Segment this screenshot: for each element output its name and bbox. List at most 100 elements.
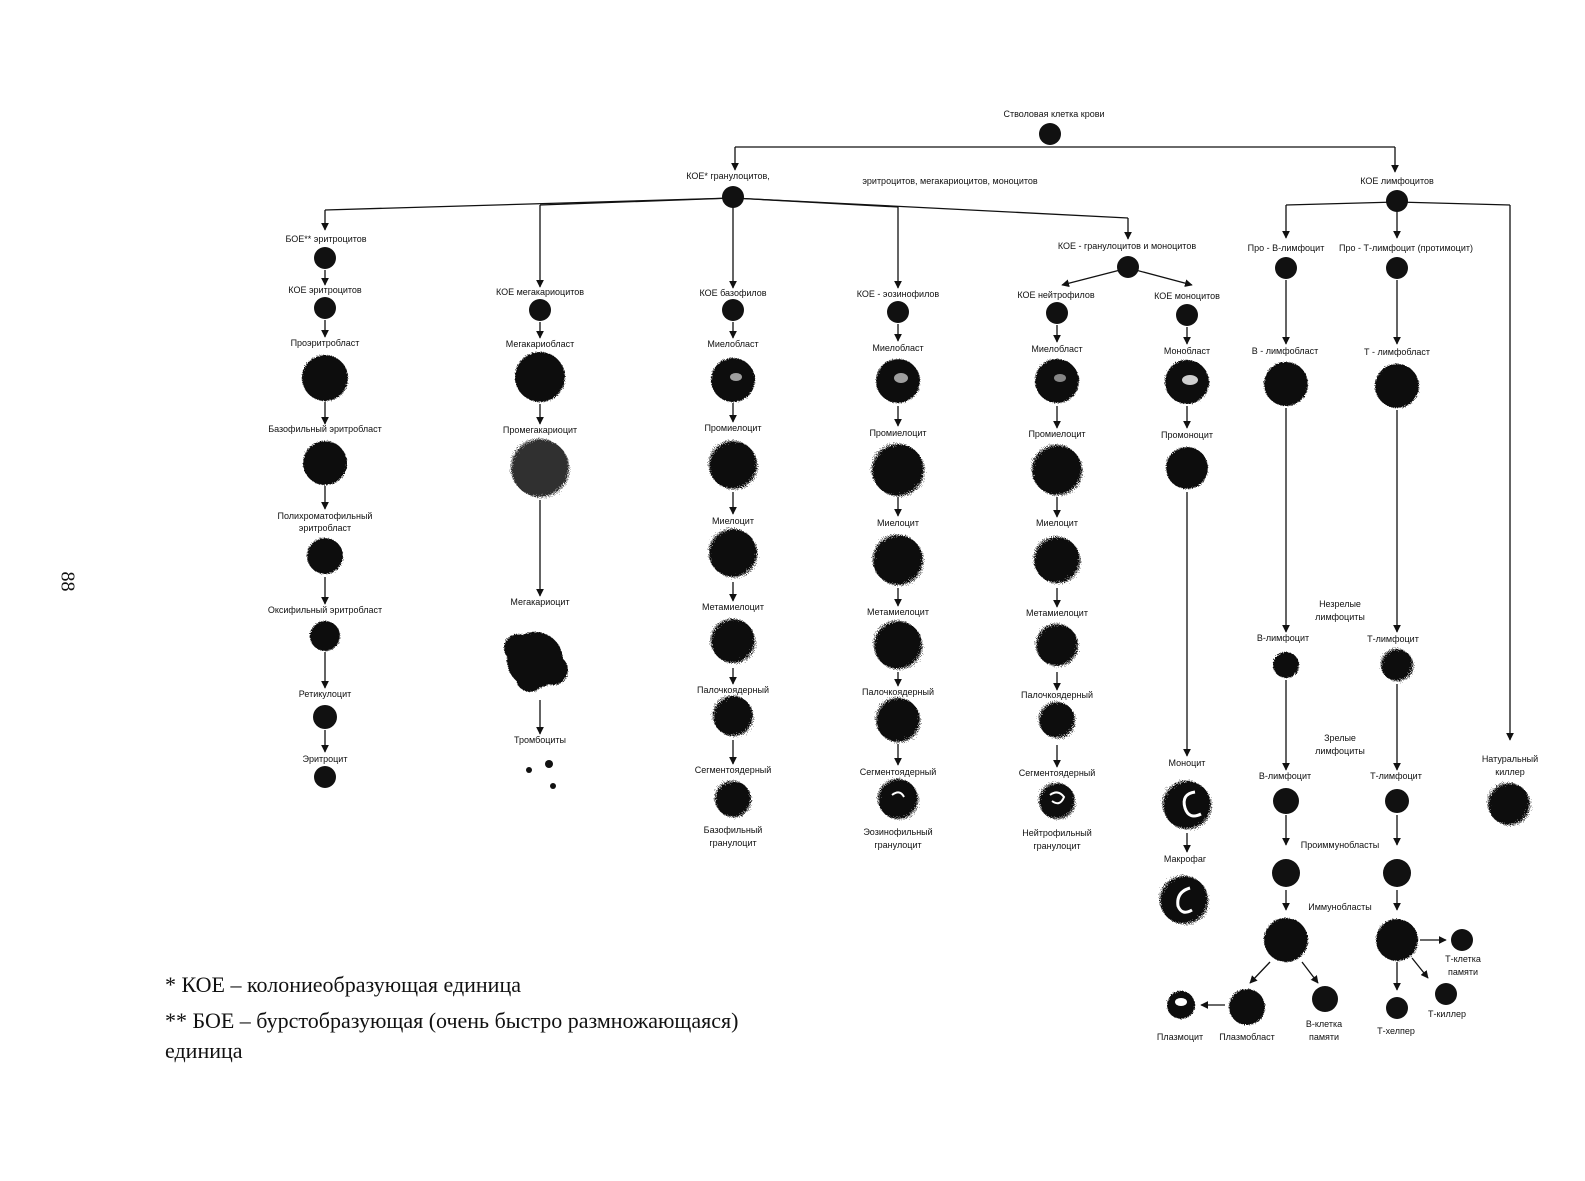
- thrombocytes-cells: [526, 760, 556, 789]
- label-b-memory-1: В-клетка: [1306, 1019, 1342, 1029]
- neut-band-cell: [1039, 702, 1075, 738]
- label-koe-eos: КОЕ - эозинофилов: [857, 289, 940, 299]
- label-pro-b: Про - В-лимфоцит: [1248, 243, 1325, 253]
- t-lymphocyte-immature-cell: [1381, 649, 1413, 681]
- label-eos-segmented: Сегментоядерный: [860, 767, 937, 777]
- label-eos-myelocyte: Миелоцит: [877, 518, 919, 528]
- label-neut-myelocyte: Миелоцит: [1036, 518, 1078, 528]
- cells: [302, 123, 1530, 1025]
- label-boe-ery: БОЕ** эритроцитов: [285, 234, 366, 244]
- label-immunoblasts: Иммунобласты: [1308, 902, 1372, 912]
- label-koe-ery: КОЕ эритроцитов: [288, 285, 362, 295]
- erythrocyte-cell: [314, 766, 336, 788]
- label-plasmoblast: Плазмобласт: [1219, 1032, 1275, 1042]
- label-poly-erythroblast-1: Полихроматофильный: [278, 511, 373, 521]
- label-reticulocyte: Ретикулоцит: [299, 689, 351, 699]
- label-thrombocytes: Тромбоциты: [514, 735, 566, 745]
- label-neut-segmented: Сегментоядерный: [1019, 768, 1096, 778]
- label-baso-promyelocyte: Промиелоцит: [704, 423, 761, 433]
- label-eos-myeloblast: Миелобласт: [872, 343, 923, 353]
- label-baso-myeloblast: Миелобласт: [707, 339, 758, 349]
- labels: Стволовая клетка крови КОЕ* гранулоцитов…: [268, 109, 1538, 1042]
- cfu-myeloid-cell: [722, 186, 744, 208]
- label-t-killer: Т-киллер: [1428, 1009, 1466, 1019]
- label-eos-granulocyte-1: Эозинофильный: [863, 827, 932, 837]
- label-baso-erythroblast: Базофильный эритробласт: [268, 424, 382, 434]
- footnote-boe: ** БОЕ – бурстобразующая (очень быстро р…: [165, 1008, 739, 1033]
- label-koe-lymph: КОЕ лимфоцитов: [1360, 176, 1434, 186]
- label-b-lymphocyte-mature: В-лимфоцит: [1259, 771, 1311, 781]
- label-poly-erythroblast-2: эритробласт: [299, 523, 351, 533]
- cell-details: [730, 373, 1202, 1006]
- t-lymphocyte-mature-cell: [1385, 789, 1409, 813]
- label-neut-metamyelocyte: Метамиелоцит: [1026, 608, 1088, 618]
- label-megakaryocyte: Мегакариоцит: [510, 597, 569, 607]
- neut-segmented-cell: [1039, 783, 1075, 819]
- label-mature-2: лимфоциты: [1315, 746, 1365, 756]
- b-lymphoblast-cell: [1264, 362, 1308, 406]
- label-t-helper: Т-хелпер: [1377, 1026, 1415, 1036]
- pro-t-lymphocyte-cell: [1386, 257, 1408, 279]
- label-megakaryoblast: Мегакариобласт: [506, 339, 575, 349]
- label-koe-mono: КОЕ моноцитов: [1154, 291, 1220, 301]
- label-proerythroblast: Проэритробласт: [291, 338, 360, 348]
- reticulocyte-cell: [313, 705, 337, 729]
- label-baso-metamyelocyte: Метамиелоцит: [702, 602, 764, 612]
- neut-myelocyte-cell: [1034, 537, 1080, 583]
- page-number: 88: [56, 571, 79, 592]
- baso-metamyelocyte-cell: [711, 619, 755, 663]
- label-t-lymphoblast: Т - лимфобласт: [1364, 347, 1430, 357]
- label-promonocyte: Промоноцит: [1161, 430, 1213, 440]
- label-neut-band: Палочкоядерный: [1021, 690, 1093, 700]
- label-koe-gran: КОЕ* гранулоцитов,: [686, 171, 770, 181]
- cfu-basophil-cell: [722, 299, 744, 321]
- eos-metamyelocyte-cell: [874, 621, 922, 669]
- label-t-memory-1: Т-клетка: [1445, 954, 1481, 964]
- eos-band-cell: [876, 698, 920, 742]
- label-neut-myeloblast: Миелобласт: [1031, 344, 1082, 354]
- b-immunoblast-cell: [1264, 918, 1308, 962]
- cfu-eosinophil-cell: [887, 301, 909, 323]
- label-t-lymphocyte-immature: Т-лимфоцит: [1367, 634, 1419, 644]
- label-koe-baso: КОЕ базофилов: [699, 288, 766, 298]
- label-oxy-erythroblast: Оксифильный эритробласт: [268, 605, 382, 615]
- plasmoblast-cell: [1229, 989, 1265, 1025]
- label-pro-t: Про - Т-лимфоцит (протимоцит): [1339, 243, 1473, 253]
- t-memory-cell: [1451, 929, 1473, 951]
- label-koe-gran-rest: эритроцитов, мегакариоцитов, моноцитов: [862, 176, 1038, 186]
- label-promegakaryocyte: Промегакариоцит: [503, 425, 577, 435]
- label-immature-2: лимфоциты: [1315, 612, 1365, 622]
- polychromatophilic-erythroblast-cell: [307, 538, 343, 574]
- footnote-koe: * КОЕ – колониеобразующая единица: [165, 972, 521, 997]
- label-eos-band: Палочкоядерный: [862, 687, 934, 697]
- macrophage-cell: [1160, 876, 1208, 924]
- cfu-monocyte-cell: [1176, 304, 1198, 326]
- pro-b-lymphocyte-cell: [1275, 257, 1297, 279]
- b-lymphocyte-mature-cell: [1273, 788, 1299, 814]
- stem-cell: [1039, 123, 1061, 145]
- label-b-lymphocyte-immature: В-лимфоцит: [1257, 633, 1309, 643]
- baso-band-cell: [713, 696, 753, 736]
- eos-myelocyte-cell: [873, 535, 923, 585]
- label-koe-neut: КОЕ нейтрофилов: [1017, 290, 1095, 300]
- b-lymphocyte-immature-cell: [1273, 652, 1299, 678]
- label-eos-metamyelocyte: Метамиелоцит: [867, 607, 929, 617]
- neut-metamyelocyte-cell: [1036, 624, 1078, 666]
- b-proimmunoblast-cell: [1272, 859, 1300, 887]
- label-eos-granulocyte-2: гранулоцит: [874, 840, 921, 850]
- label-macrophage: Макрофаг: [1164, 854, 1207, 864]
- label-t-memory-2: памяти: [1448, 967, 1478, 977]
- monocyte-cell: [1163, 781, 1211, 829]
- cfu-lymphoid-cell: [1386, 190, 1408, 212]
- bfu-erythrocyte-cell: [314, 247, 336, 269]
- label-baso-granulocyte-2: гранулоцит: [709, 838, 756, 848]
- label-neut-granulocyte-1: Нейтрофильный: [1022, 828, 1092, 838]
- cfu-neutrophil-cell: [1046, 302, 1068, 324]
- label-baso-segmented: Сегментоядерный: [695, 765, 772, 775]
- eos-segmented-cell: [878, 779, 918, 819]
- label-baso-granulocyte-1: Базофильный: [704, 825, 763, 835]
- label-nk-1: Натуральный: [1482, 754, 1538, 764]
- label-mature-1: Зрелые: [1324, 733, 1356, 743]
- label-koe-gm: КОЕ - гранулоцитов и моноцитов: [1058, 241, 1196, 251]
- label-eos-promyelocyte: Промиелоцит: [869, 428, 926, 438]
